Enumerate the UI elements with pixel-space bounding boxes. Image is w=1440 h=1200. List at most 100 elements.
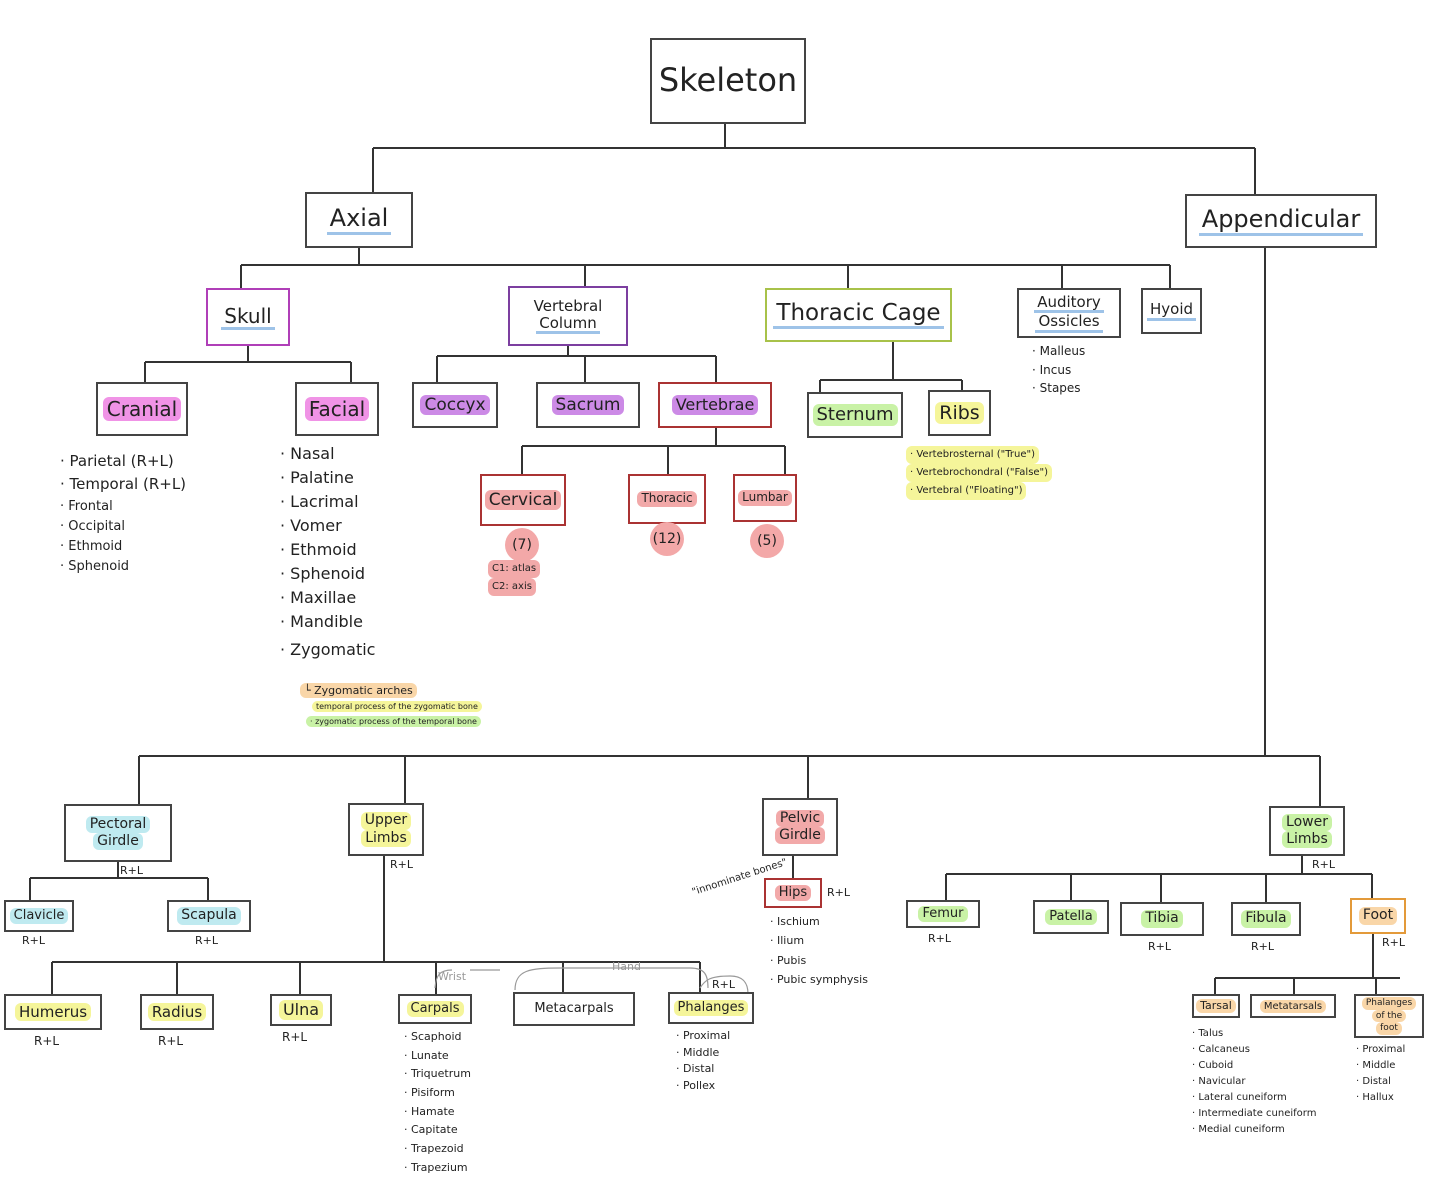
rib-type-true: · Vertebrosternal ("True") — [906, 446, 1039, 464]
facial-bone-item: · Maxillae — [280, 588, 357, 607]
fibula-label: Fibula — [1241, 910, 1291, 928]
ulna-label: Ulna — [278, 1000, 324, 1020]
upper-limbs-label-line2: Limbs — [361, 829, 411, 847]
skull-node: Skull — [206, 288, 290, 346]
ossicle-item: · Malleus — [1032, 344, 1086, 358]
lumbar-count: (5) — [750, 524, 784, 558]
facial-bone-item: · Zygomatic — [280, 640, 376, 659]
auditory-ossicles-label-line1: Auditory — [1034, 293, 1104, 313]
zygomatic-arches-note: └ Zygomatic arches — [300, 683, 417, 698]
pectoral-girdle-label-line2: Girdle — [93, 833, 143, 851]
lower-limbs-label-line1: Lower — [1282, 813, 1332, 831]
cranial-bone-item: · Frontal — [60, 498, 113, 514]
tibia-rl: R+L — [1148, 940, 1171, 953]
femur-node: Femur — [906, 900, 980, 928]
ulna-rl: R+L — [282, 1030, 308, 1044]
zygomatic-temporal-process-note: temporal process of the zygomatic bone — [312, 701, 482, 712]
zygomatic-process-note: · zygomatic process of the temporal bone — [306, 716, 481, 727]
metatarsals-node: Metatarsals — [1250, 994, 1336, 1018]
tibia-node: Tibia — [1120, 902, 1204, 936]
skeleton-label: Skeleton — [658, 61, 798, 100]
ribs-label: Ribs — [935, 401, 984, 425]
tarsal-item: · Cuboid — [1192, 1060, 1234, 1071]
humerus-node: Humerus — [4, 994, 102, 1030]
hips-rl: R+L — [827, 886, 850, 899]
sacrum-label: Sacrum — [551, 394, 625, 416]
thoracic-node: Thoracic — [628, 474, 706, 524]
auditory-ossicles-label-line2: Ossicles — [1035, 313, 1103, 333]
auditory-ossicles-node: Auditory Ossicles — [1017, 288, 1121, 338]
pelvic-girdle-node: Pelvic Girdle — [762, 798, 838, 856]
vertebral-column-node: Vertebral Column — [508, 286, 628, 346]
zygomatic-process-label: · zygomatic process of the temporal bone — [306, 716, 481, 727]
facial-bone-item: · Lacrimal — [280, 492, 359, 511]
pectoral-girdle-label-line1: Pectoral — [85, 815, 151, 833]
skull-label: Skull — [221, 305, 275, 330]
foot-phalanges-label-line1: Phalanges — [1361, 996, 1417, 1010]
thoracic-cage-node: Thoracic Cage — [765, 288, 952, 342]
femur-rl: R+L — [928, 932, 951, 945]
patella-node: Patella — [1033, 900, 1109, 934]
hyoid-label: Hyoid — [1146, 301, 1197, 321]
ossicle-item: · Incus — [1032, 362, 1072, 377]
cranial-node: Cranial — [96, 382, 188, 436]
ribs-node: Ribs — [928, 390, 991, 436]
tarsal-node: Tarsal — [1192, 994, 1240, 1018]
tarsal-item: · Intermediate cuneiform — [1192, 1108, 1317, 1119]
hip-bone-item: · Pubis — [770, 953, 807, 967]
phalanx-parts-list: · Proximal · Middle · Distal · Pollex — [676, 1028, 730, 1094]
rib-type-floating: · Vertebral ("Floating") — [906, 482, 1027, 500]
pelvic-girdle-label-line2: Girdle — [775, 827, 825, 845]
lumbar-label: Lumbar — [738, 490, 792, 506]
sacrum-node: Sacrum — [536, 382, 640, 428]
phalanx-item: · Proximal — [676, 1029, 731, 1042]
phalanges-label: Phalanges — [673, 999, 749, 1017]
tarsal-item: · Talus — [1192, 1028, 1224, 1039]
radius-rl: R+L — [158, 1034, 184, 1048]
radius-node: Radius — [140, 994, 214, 1030]
thoracic-label: Thoracic — [637, 491, 697, 507]
hip-bone-item: · Ilium — [770, 934, 805, 948]
cervical-node: Cervical — [480, 474, 566, 526]
facial-bones-list: · Nasal · Palatine · Lacrimal · Vomer · … — [280, 442, 375, 662]
tarsal-item: · Navicular — [1192, 1076, 1246, 1087]
foot-rl: R+L — [1382, 936, 1405, 949]
thoracic-cage-label: Thoracic Cage — [773, 300, 944, 330]
metacarpals-label: Metacarpals — [534, 1000, 614, 1016]
carpal-item: · Lunate — [404, 1048, 449, 1062]
foot-label: Foot — [1358, 907, 1398, 925]
wrist-annotation: Wrist — [438, 970, 467, 983]
cervical-label: Cervical — [484, 489, 562, 511]
foot-phalanx-item: · Distal — [1356, 1076, 1391, 1087]
thoracic-count: (12) — [650, 522, 684, 556]
upper-limbs-label-line1: Upper — [360, 812, 412, 830]
hip-bone-item: · Pubic symphysis — [770, 972, 868, 986]
zygomatic-arches-label: └ Zygomatic arches — [300, 683, 417, 698]
foot-phalanges-label-line2: of the — [1371, 1009, 1407, 1023]
foot-phalanx-parts-list: · Proximal · Middle · Distal · Hallux — [1356, 1042, 1405, 1106]
cranial-bone-item: · Ethmoid — [60, 538, 123, 554]
carpal-item: · Trapezoid — [404, 1142, 464, 1156]
hip-bones-list: · Ischium · Ilium · Pubis · Pubic symphy… — [770, 912, 868, 989]
lower-limbs-node: Lower Limbs — [1269, 806, 1345, 856]
phalanx-item: · Distal — [676, 1062, 715, 1075]
facial-label: Facial — [304, 397, 370, 421]
lumbar-node: Lumbar — [733, 474, 797, 522]
tarsal-label: Tarsal — [1196, 998, 1236, 1014]
scapula-node: Scapula — [167, 900, 251, 932]
tarsal-item: · Calcaneus — [1192, 1044, 1250, 1055]
sternum-node: Sternum — [807, 392, 903, 438]
axial-node: Axial — [305, 192, 413, 248]
upper-limbs-rl: R+L — [390, 858, 413, 871]
foot-phalanges-node: Phalanges of the foot — [1354, 994, 1424, 1038]
foot-node: Foot — [1350, 898, 1406, 934]
cervical-note-c1: C1: atlas — [488, 560, 541, 578]
carpal-bones-list: · Scaphoid · Lunate · Triquetrum · Pisif… — [404, 1028, 471, 1178]
pelvic-girdle-label-line1: Pelvic — [775, 809, 825, 827]
carpal-item: · Triquetrum — [404, 1067, 471, 1081]
humerus-label: Humerus — [14, 1002, 92, 1022]
ulna-node: Ulna — [270, 994, 332, 1026]
hand-annotation: Hand — [612, 960, 641, 973]
foot-phalanx-item: · Middle — [1356, 1060, 1396, 1071]
